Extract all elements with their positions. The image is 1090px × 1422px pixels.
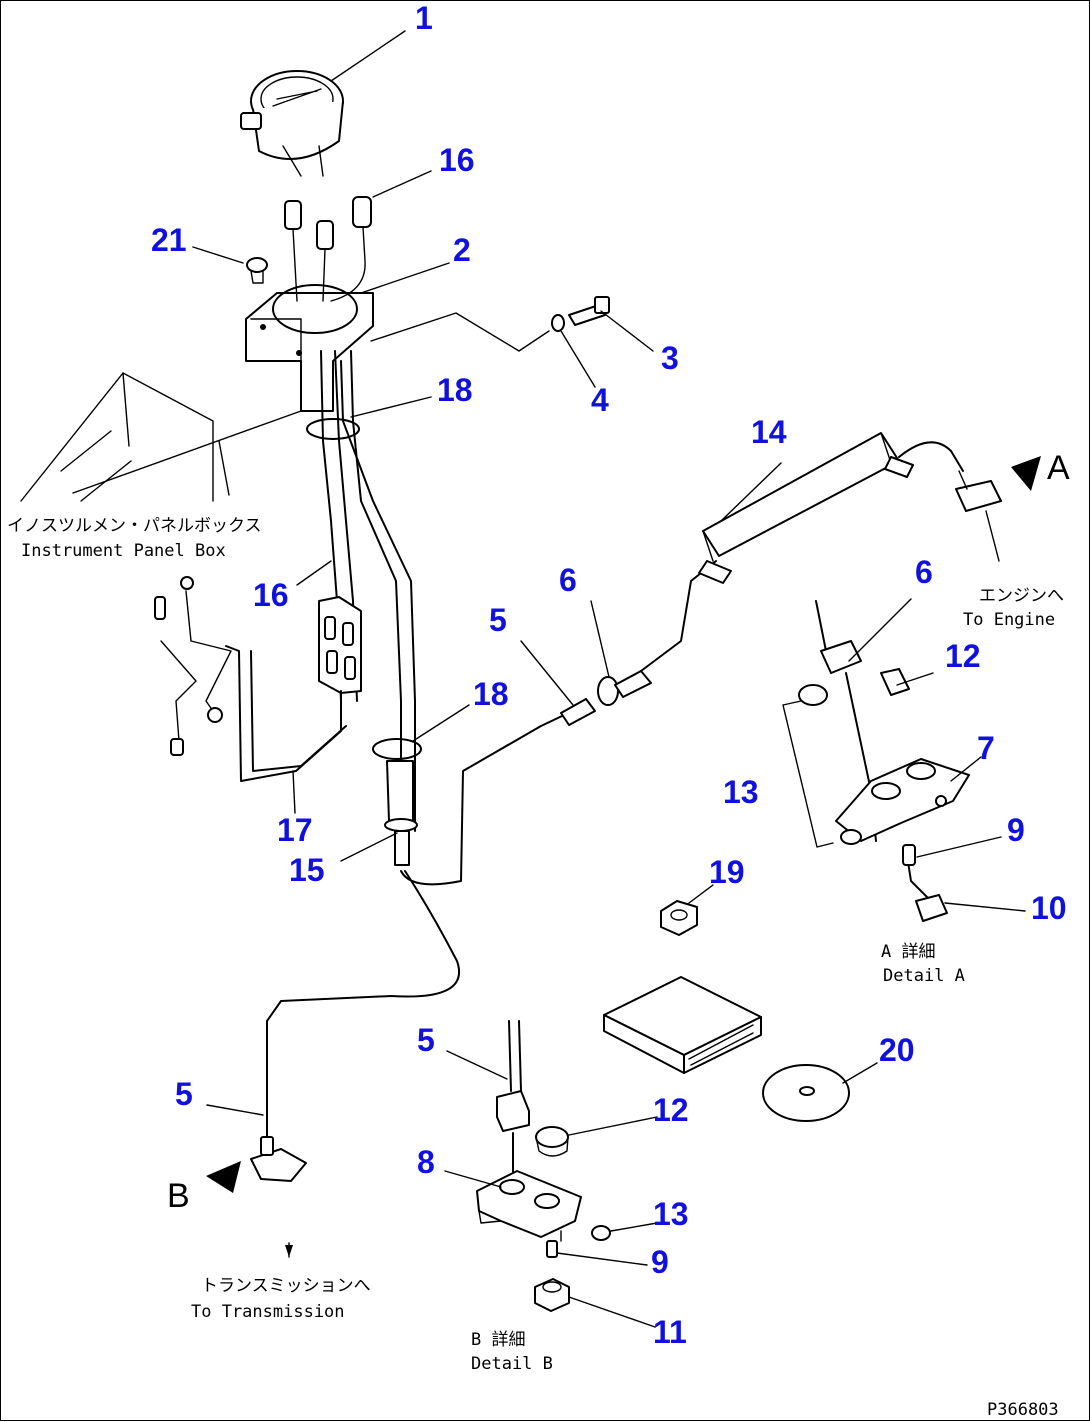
callout-5: 5: [417, 1022, 435, 1058]
callout-5: 5: [489, 602, 507, 638]
to-engine-label-en: To Engine: [963, 610, 1055, 630]
callout-2: 2: [453, 232, 471, 268]
callout-16: 16: [253, 577, 289, 613]
callout-12: 12: [653, 1092, 689, 1128]
harness-part-16: [318, 596, 362, 694]
callout-4: 4: [591, 382, 609, 418]
callout-9: 9: [651, 1244, 669, 1280]
to-engine-label-jp: エンジンへ: [979, 586, 1064, 606]
callout-18: 18: [473, 676, 509, 712]
controller-box: [603, 976, 762, 1074]
callout-18: 18: [437, 372, 473, 408]
callout-1: 1: [415, 1, 433, 36]
meter-part-1: [240, 70, 344, 177]
instrument-panel-label-jp: イノスツルメン・パネルボックス: [7, 516, 262, 536]
callout-5: 5: [175, 1076, 193, 1112]
detail-b-assembly: [476, 1020, 611, 1312]
detail-a-label-en: Detail A: [883, 966, 965, 986]
callout-6: 6: [915, 554, 933, 590]
detail-a-label-jp: A 詳細: [881, 942, 935, 962]
wiring-harness-part-17: [154, 576, 347, 782]
bolt-part-3-washer-part-4: [370, 296, 610, 352]
screw-part-21: [246, 257, 268, 284]
callout-15: 15: [289, 852, 325, 888]
detail-b-label-en: Detail B: [471, 1354, 553, 1374]
callout-14: 14: [751, 414, 787, 450]
callout-16: 16: [439, 142, 475, 178]
callout-19: 19: [709, 854, 745, 890]
callout-21: 21: [151, 222, 187, 258]
detail-a-assembly: [782, 600, 970, 922]
nut-part-19: [660, 900, 698, 936]
callout-7: 7: [977, 730, 995, 766]
callout-10: 10: [1031, 890, 1067, 926]
drawing-number: P366803: [987, 1400, 1059, 1420]
callout-13: 13: [723, 774, 759, 810]
cable-to-engine: [400, 432, 1041, 886]
harness-connectors: [284, 196, 372, 302]
callout-13: 13: [653, 1196, 689, 1232]
view-b-marker: B: [167, 1177, 190, 1215]
callout-numbers: 1 16 21 2 3 4 18 14 6 6 5 16 12 18 7 13 …: [151, 1, 1067, 1350]
bracket-part-2: [245, 284, 374, 412]
to-transmission-label-en: To Transmission: [191, 1302, 345, 1322]
to-transmission-label-jp: トランスミッションへ: [201, 1276, 371, 1296]
nut-part-5-grommet-part-6: [560, 670, 652, 726]
detail-b-label-jp: B 詳細: [471, 1330, 525, 1350]
annotations: イノスツルメン・パネルボックス Instrument Panel Box エンジ…: [7, 449, 1070, 1420]
callout-9: 9: [1007, 812, 1025, 848]
instrument-panel-label-en: Instrument Panel Box: [21, 541, 226, 561]
disc-part-20: [762, 1064, 850, 1122]
instrument-panel-box: [20, 372, 214, 502]
cable-to-transmission: [206, 870, 460, 1193]
callout-8: 8: [417, 1144, 435, 1180]
arrow-down-icon: [285, 1245, 293, 1257]
leader-lines: [72, 30, 1026, 1328]
callout-3: 3: [661, 340, 679, 376]
callout-12: 12: [945, 638, 981, 674]
view-a-marker: A: [1047, 449, 1070, 487]
callout-20: 20: [879, 1032, 915, 1068]
callout-11: 11: [653, 1314, 687, 1350]
cable-bundle: [306, 350, 422, 866]
callout-6: 6: [559, 562, 577, 598]
callout-17: 17: [277, 812, 313, 848]
